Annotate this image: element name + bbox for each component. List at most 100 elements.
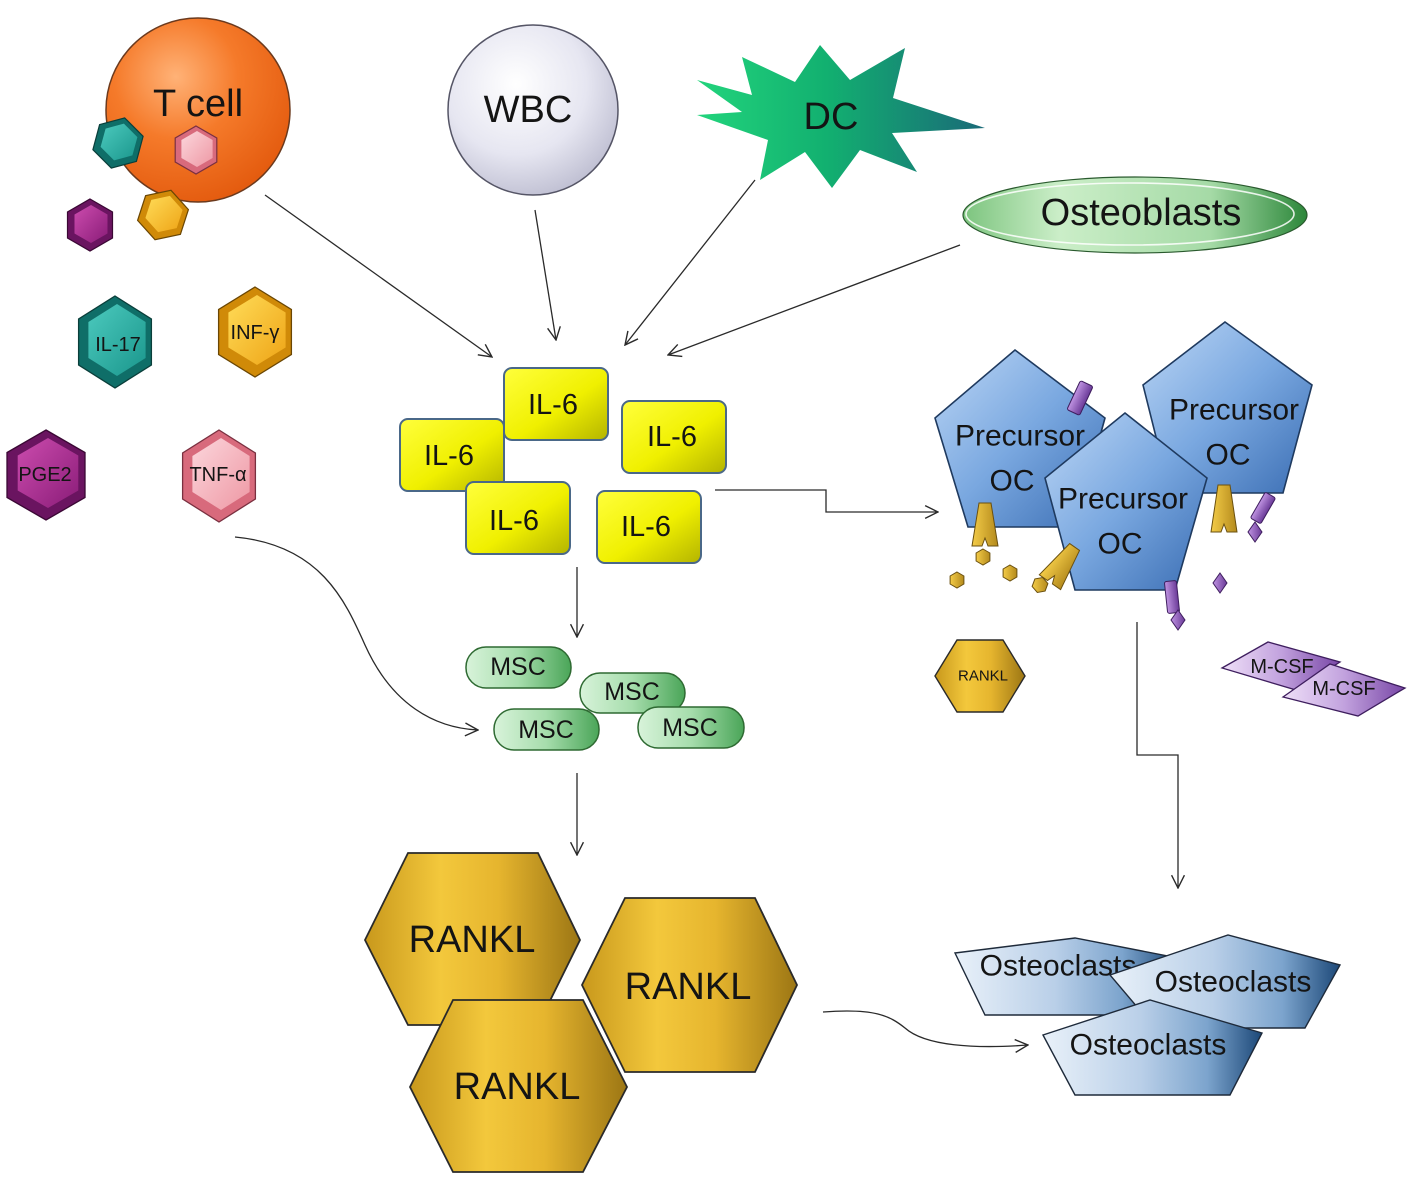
rank-receptor — [1210, 484, 1238, 533]
osteoclast-label: Osteoclasts — [1155, 966, 1312, 999]
msc-label: MSC — [518, 716, 574, 744]
rankl-cluster: RANKL RANKL RANKL — [363, 852, 798, 1173]
precursor-oc-cluster: Precursor OC Precursor OC Precursor OC — [934, 321, 1313, 631]
c-fms-receptor — [1067, 380, 1093, 416]
arrow-il6-to-precursor-oc — [715, 489, 938, 512]
rankl-hexagon-shape — [580, 897, 798, 1073]
precursor-oc-shape — [1044, 411, 1208, 591]
osteoblasts-inner-membrane — [965, 182, 1295, 246]
msc-pill-shape — [493, 708, 600, 751]
t-cell: T cell — [66, 17, 291, 252]
teal-hexagon-face — [100, 123, 138, 161]
rankl-small-hexagon-shape — [934, 639, 1026, 713]
rank-receptor — [971, 502, 999, 547]
il6-box: IL-6 — [503, 367, 609, 441]
rankl-ligand-hexagon — [1031, 576, 1049, 594]
precursor-oc-label-line1: Precursor — [1169, 394, 1299, 427]
rankl-ligand-hexagon — [1002, 564, 1018, 582]
t-cell-cytokine-teal-hexagon — [92, 117, 144, 169]
t-cell-cytokine-pink-hexagon — [174, 125, 218, 175]
il6-label: IL-6 — [489, 505, 539, 537]
il6-label: IL-6 — [528, 389, 578, 421]
il17-label: IL-17 — [95, 334, 141, 356]
rankl-hexagon-shape — [363, 852, 582, 1026]
msc-pill-shape — [465, 646, 572, 689]
osteoclasts-cluster: Osteoclasts Osteoclasts Osteoclasts — [953, 934, 1342, 1096]
precursor-oc-pentagon: Precursor OC — [1142, 321, 1313, 494]
mcsf-ligand-diamond — [1247, 521, 1263, 543]
precursor-oc-label-line2: OC — [1206, 439, 1251, 472]
mcsf-diamond: M-CSF — [1281, 663, 1407, 717]
pge2-hexagon-face — [17, 438, 79, 508]
dc-label: DC — [804, 96, 859, 138]
dc-starburst — [697, 45, 985, 188]
rankl-label: RANKL — [454, 1066, 581, 1108]
il6-box: IL-6 — [465, 481, 571, 555]
c-fms-receptor-shape — [1067, 380, 1093, 416]
rankl-hexagon-shape — [408, 999, 629, 1173]
il6-box-shape — [503, 367, 609, 441]
t-cell-label: T cell — [153, 83, 243, 125]
mcsf-ligand-diamond — [1170, 609, 1186, 631]
rankl-ligand-hexagon — [975, 548, 991, 566]
tnf-alpha-label: TNF-α — [189, 464, 246, 486]
il6-cluster: IL-6 IL-6 IL-6 IL-6 IL-6 — [399, 367, 727, 564]
inf-gamma-hexagon-face — [228, 295, 286, 365]
osteoclast-pentagon: Osteoclasts — [953, 937, 1180, 1016]
arrow-dc-to-il6 — [625, 179, 756, 345]
osteoclast-shape — [1041, 999, 1264, 1096]
rankl-label: RANKL — [409, 919, 536, 961]
msc-pill: MSC — [493, 708, 600, 751]
arrow-wbc-to-il6 — [534, 209, 556, 340]
il6-box-shape — [399, 418, 505, 492]
osteoblasts: Osteoblasts — [962, 176, 1308, 254]
rank-receptor — [1038, 542, 1081, 591]
c-fms-receptor-shape — [1164, 580, 1180, 614]
mcsf-ligand-diamond — [1212, 572, 1228, 594]
t-cell-body — [105, 17, 291, 203]
msc-pill: MSC — [637, 706, 745, 749]
arrow-tcell-to-il6 — [264, 194, 492, 357]
wbc: WBC — [447, 24, 619, 196]
wbc-label: WBC — [484, 89, 573, 131]
mcsf-label: M-CSF — [1250, 656, 1313, 678]
msc-pill: MSC — [579, 672, 686, 714]
il6-label: IL-6 — [424, 440, 474, 472]
msc-pill-shape — [637, 706, 745, 749]
il6-box-shape — [465, 481, 571, 555]
wbc-body — [447, 24, 619, 196]
arrow-osteoblasts-to-il6 — [668, 244, 961, 355]
il6-label: IL-6 — [621, 511, 671, 543]
il17-hexagon-face — [88, 304, 146, 376]
tnf-alpha-hexagon-face — [192, 438, 250, 510]
rankl-label: RANKL — [625, 966, 752, 1008]
msc-label: MSC — [490, 653, 546, 681]
rankl-hexagon: RANKL — [580, 897, 798, 1073]
pge2-hexagon: PGE2 — [6, 429, 86, 521]
precursor-oc-label-line2: OC — [990, 465, 1035, 498]
il17-hexagon: IL-17 — [77, 295, 153, 389]
il6-box-shape — [621, 400, 727, 474]
msc-pill: MSC — [465, 646, 572, 689]
msc-label: MSC — [662, 714, 718, 742]
osteoblasts-label: Osteoblasts — [1041, 192, 1242, 234]
msc-pill-shape — [579, 672, 686, 714]
yellow-hexagon-face — [145, 195, 183, 233]
purple-hexagon-face — [74, 205, 108, 243]
tnf-alpha-hexagon: TNF-α — [181, 429, 257, 523]
rankl-ligand-hexagon — [949, 571, 965, 589]
c-fms-receptor-shape — [1250, 492, 1276, 524]
dc: DC — [697, 45, 985, 188]
arrow-cytokines-to-msc — [234, 536, 478, 730]
c-fms-receptor — [1250, 492, 1276, 524]
msc-label: MSC — [604, 678, 660, 706]
inf-gamma-hexagon: INF-γ — [217, 286, 293, 378]
t-cell-cytokine-yellow-hexagon — [136, 189, 190, 241]
c-fms-receptor — [1164, 580, 1180, 614]
il6-box: IL-6 — [596, 490, 702, 564]
rankl-hexagon: RANKL — [408, 999, 629, 1173]
connectors — [234, 179, 1178, 1047]
inf-gamma-label: INF-γ — [231, 322, 280, 344]
pge2-label: PGE2 — [18, 464, 71, 486]
